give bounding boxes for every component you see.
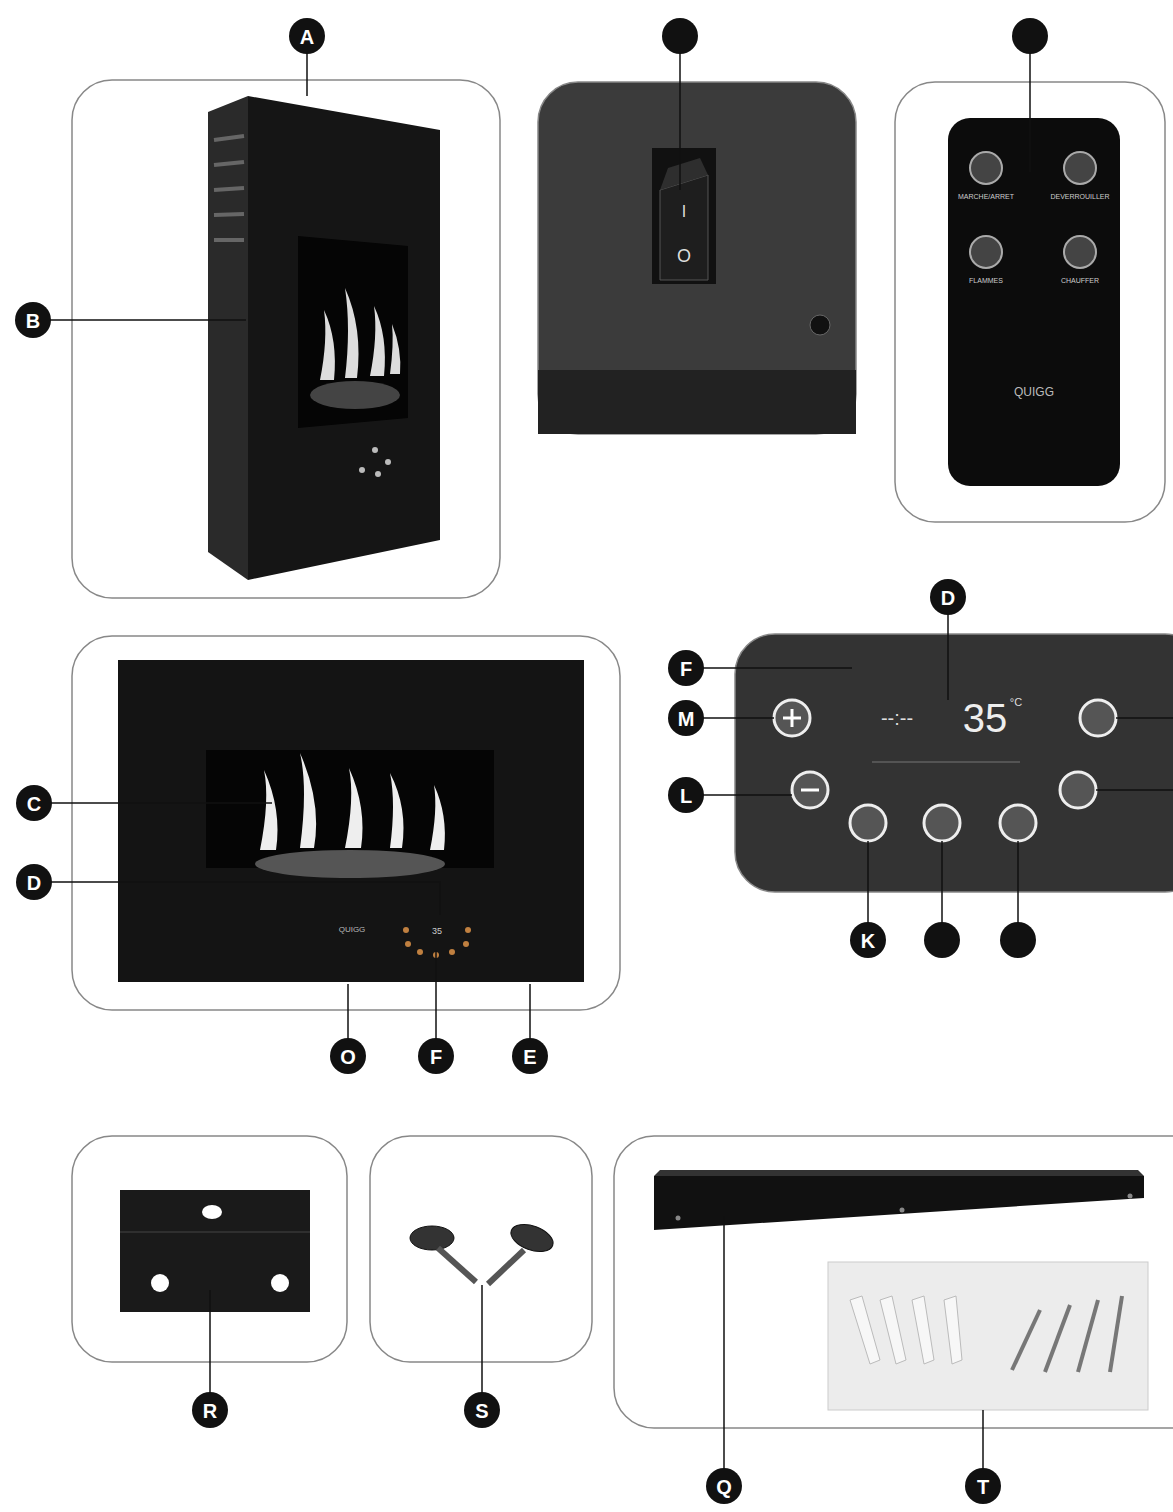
callout-letter: B xyxy=(26,311,40,331)
display-temperature: 35 xyxy=(963,698,1008,738)
callout-letter: T xyxy=(977,1477,989,1497)
callout-letter: S xyxy=(475,1401,488,1421)
callout-letter: R xyxy=(203,1401,217,1421)
callout-letter: D xyxy=(27,873,41,893)
display-unit: °C xyxy=(1010,697,1022,708)
display-time: --:-- xyxy=(881,708,913,728)
callout-letter: O xyxy=(340,1047,356,1067)
button-caption: MARCHE/ARRET xyxy=(958,193,1014,200)
button-caption: DEVERROUILLER xyxy=(1050,193,1109,200)
display-temperature: 35 xyxy=(432,927,442,936)
callout-letter: M xyxy=(678,709,695,729)
callout-letter: F xyxy=(430,1047,442,1067)
brand-logo: QUIGG xyxy=(1014,386,1054,398)
callout-letter: Q xyxy=(716,1477,732,1497)
button-caption: FLAMMES xyxy=(969,277,1003,284)
brand-logo: QUIGG xyxy=(339,926,366,934)
switch-mark: I xyxy=(682,204,686,220)
callout-letter: E xyxy=(523,1047,536,1067)
callout-letter: D xyxy=(941,588,955,608)
callout-letter: A xyxy=(300,27,314,47)
callout-letter: L xyxy=(680,786,692,806)
switch-mark: O xyxy=(677,247,691,265)
callout-letter: C xyxy=(27,794,41,814)
callout-letter: K xyxy=(861,931,875,951)
callout-letter: F xyxy=(680,659,692,679)
button-caption: CHAUFFER xyxy=(1061,277,1099,284)
